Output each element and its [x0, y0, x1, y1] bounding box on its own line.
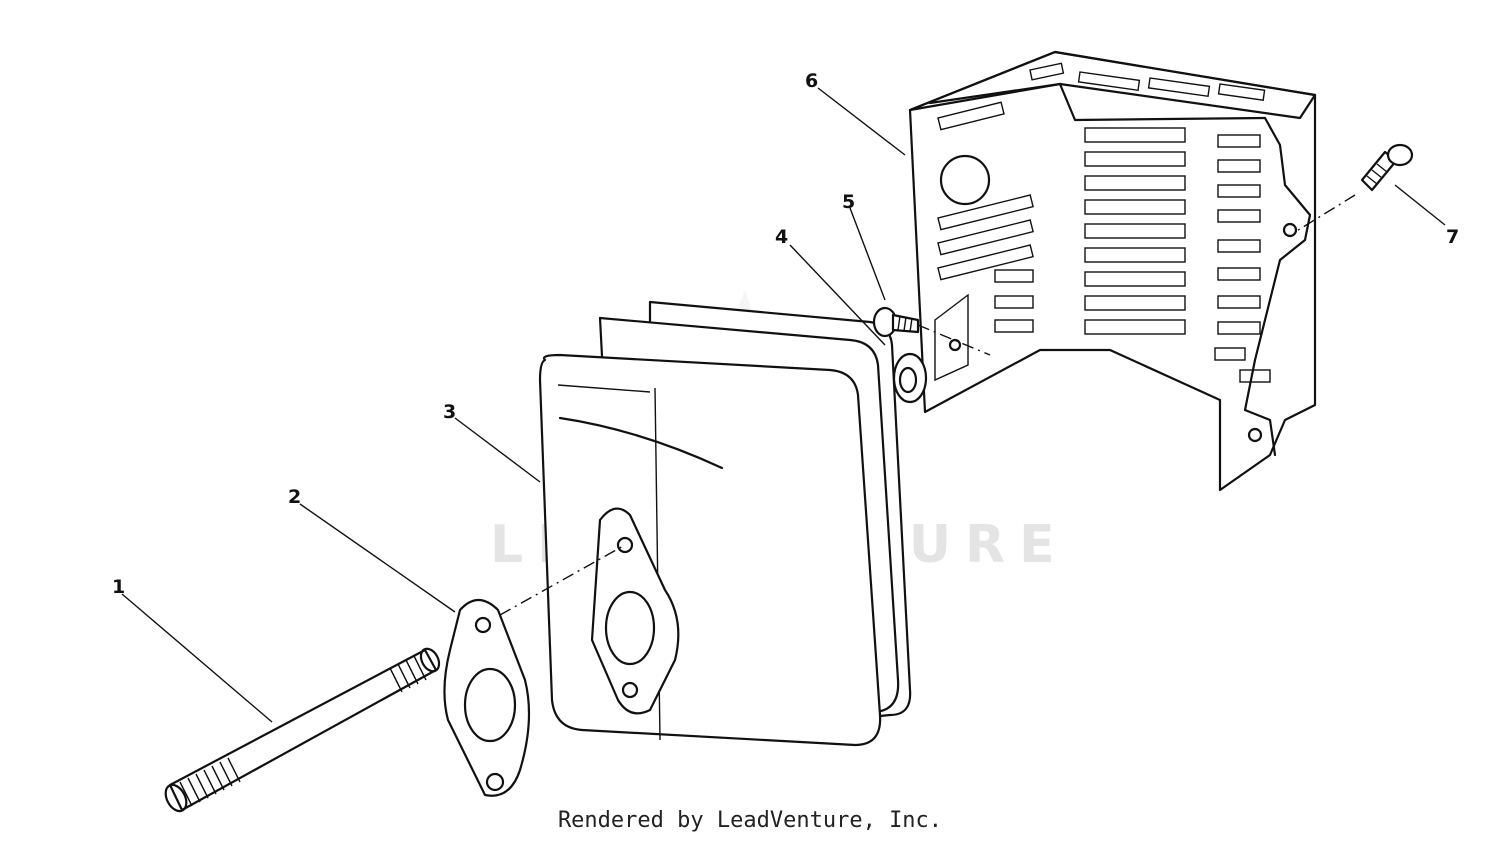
part-muffler[interactable] — [538, 300, 912, 747]
callout-7: 7 — [1446, 226, 1459, 248]
part-stud[interactable] — [161, 646, 442, 815]
callout-6: 6 — [805, 70, 818, 92]
shield-left-vents — [937, 101, 1034, 333]
callout-3: 3 — [443, 401, 456, 423]
assembly-centerlines — [499, 194, 1356, 616]
callout-1: 1 — [112, 576, 125, 598]
callout-2: 2 — [288, 486, 301, 508]
callout-4: 4 — [775, 226, 788, 248]
credit-text: Rendered by LeadVenture, Inc. — [557, 808, 943, 833]
shield-top-vents — [1029, 62, 1266, 101]
leader-lines — [121, 87, 1446, 723]
callouts: 1 2 3 4 5 6 7 — [112, 70, 1459, 598]
shield-center-vents — [1084, 127, 1186, 335]
part-bolt[interactable] — [1360, 143, 1414, 192]
part-heat-shield[interactable] — [908, 50, 1317, 492]
part-gasket[interactable] — [443, 598, 531, 797]
shield-right-vents — [1214, 134, 1271, 383]
part-lock-washer[interactable] — [892, 352, 928, 404]
callout-5: 5 — [842, 191, 855, 213]
part-screw-small[interactable] — [872, 306, 920, 338]
